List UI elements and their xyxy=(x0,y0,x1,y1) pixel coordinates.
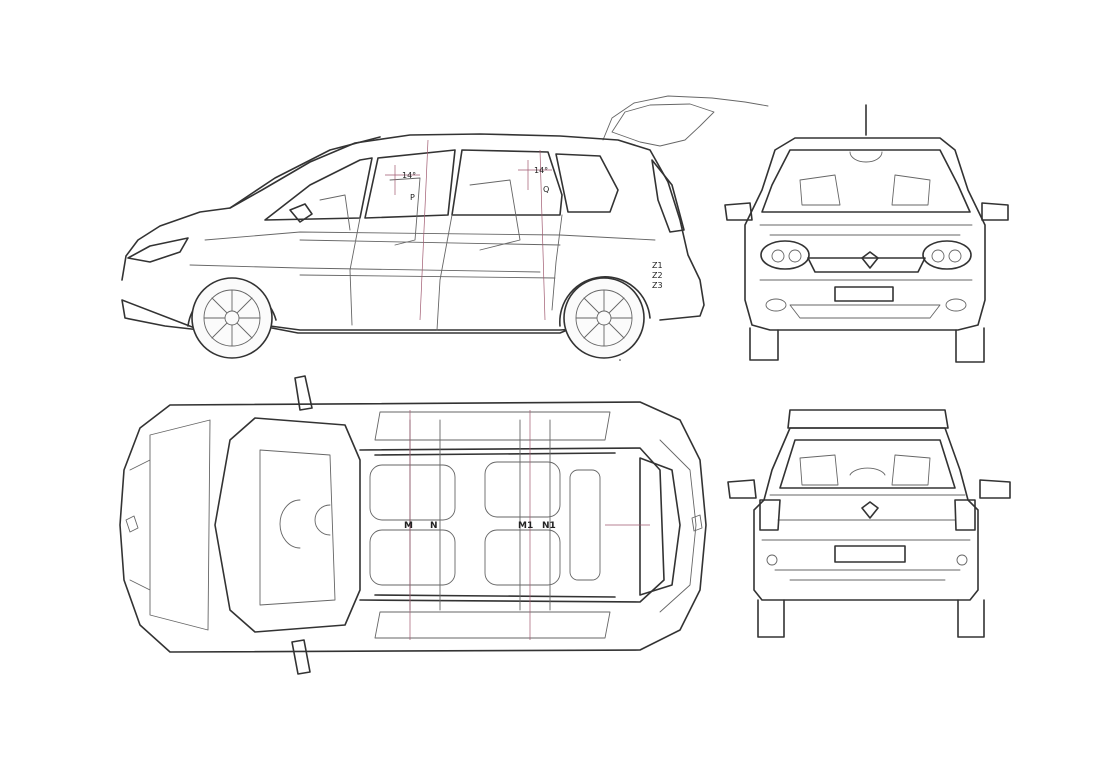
top-roof-rails xyxy=(374,452,616,598)
rear-view xyxy=(727,409,1011,638)
top-mirror-bottom xyxy=(291,639,311,675)
side-front-window xyxy=(264,157,373,221)
side-headlight xyxy=(127,237,189,263)
rear-screen xyxy=(779,439,956,489)
side-interior xyxy=(319,177,521,251)
side-rear-mark-z3: Z3 xyxy=(652,281,663,290)
top-dashboard xyxy=(259,449,336,606)
front-grille xyxy=(807,257,926,273)
top-side-glass xyxy=(374,411,611,639)
rear-wheel-left xyxy=(757,599,785,638)
top-label-n: N xyxy=(430,521,438,531)
front-headlight-left xyxy=(760,240,810,270)
side-angle-rear-mark xyxy=(518,149,552,321)
side-mirror xyxy=(289,203,313,223)
front-bumper xyxy=(759,279,973,319)
top-rear-badge xyxy=(691,514,703,532)
front-headlight-right xyxy=(922,240,972,270)
front-body-outline xyxy=(744,137,986,331)
rear-wheel-right xyxy=(957,599,985,638)
side-roof xyxy=(229,136,381,209)
top-label-m1: M1 xyxy=(518,521,533,531)
rear-mirror-right xyxy=(979,479,1011,499)
top-label-m: M xyxy=(404,521,413,531)
top-hood xyxy=(129,419,211,631)
top-roof xyxy=(359,447,665,603)
rear-light-right xyxy=(954,499,976,531)
side-rear-mark-z1: Z1 xyxy=(652,261,663,270)
side-angle-front-mark xyxy=(385,139,429,321)
side-rear-door-window xyxy=(451,149,563,216)
side-rear-mark-z2: Z2 xyxy=(652,271,663,280)
side-rear-wheel xyxy=(559,276,651,359)
front-interior xyxy=(799,151,931,206)
side-marker-front: P xyxy=(410,193,415,202)
front-view xyxy=(724,104,1009,363)
front-hood xyxy=(759,224,973,236)
rear-interior xyxy=(799,454,931,486)
top-body-outline xyxy=(119,401,707,653)
side-rear-quarter-window xyxy=(555,153,619,213)
rear-number-plate xyxy=(834,545,906,563)
top-windscreen xyxy=(214,417,361,633)
front-number-plate xyxy=(834,286,894,302)
top-label-n1: N1 xyxy=(542,521,556,531)
rear-spoiler xyxy=(787,409,949,429)
front-mirror-right xyxy=(981,202,1009,221)
rear-mirror-left xyxy=(727,479,757,499)
front-wheel-left xyxy=(749,327,779,361)
side-open-tailgate xyxy=(602,95,769,147)
rear-bumper xyxy=(761,539,971,581)
front-windscreen xyxy=(761,149,971,213)
rear-badge xyxy=(861,501,879,519)
front-wheel-right xyxy=(955,327,985,363)
top-rear-screen xyxy=(639,457,681,596)
side-marker-rear: Q xyxy=(543,185,549,194)
rear-light-left xyxy=(759,499,781,531)
side-front-wheel xyxy=(187,277,277,359)
top-dimension-line xyxy=(409,410,650,640)
side-angle-rear-label: 14° xyxy=(534,166,548,175)
side-body-crease xyxy=(189,231,656,273)
top-front-badge xyxy=(125,515,139,533)
front-mirror-left xyxy=(724,202,753,221)
side-angle-front-label: 14° xyxy=(402,171,416,180)
side-body-outline xyxy=(121,133,705,361)
side-view: 14° 14° P Q Z1 Z2 Z3 xyxy=(121,95,769,361)
side-rear-light xyxy=(651,159,685,233)
rear-tailgate xyxy=(769,494,966,521)
side-door-lines xyxy=(299,214,563,331)
front-badge xyxy=(861,251,879,269)
top-view: M N M1 N1 xyxy=(119,375,707,675)
top-mirror-top xyxy=(294,375,313,411)
top-rear-spoiler xyxy=(659,439,697,613)
side-middle-window xyxy=(364,149,456,219)
